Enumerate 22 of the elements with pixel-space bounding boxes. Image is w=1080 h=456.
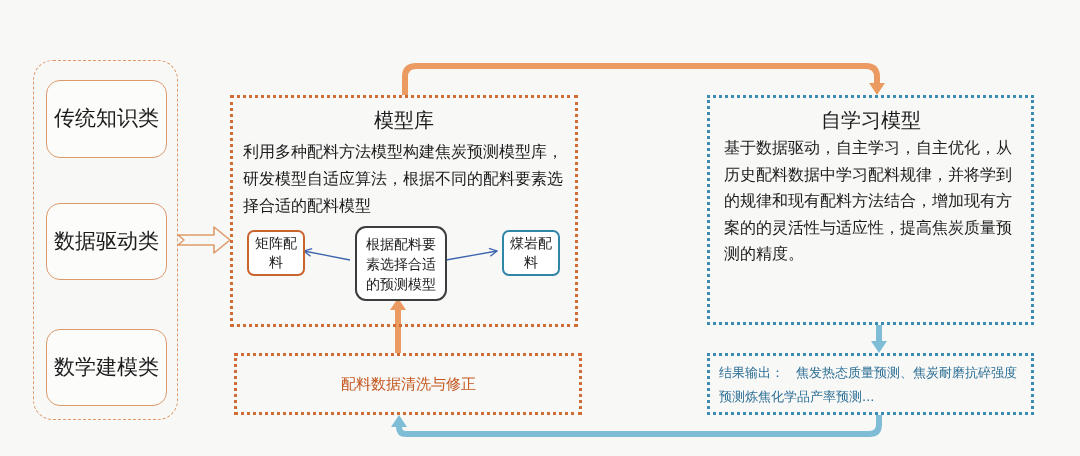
output-description: 结果输出： 焦发热态质量预测、焦炭耐磨抗碎强度预测炼焦化学品产率预测... (719, 364, 1019, 406)
category-box: 数学建模类 (46, 329, 167, 406)
group-frame (33, 60, 178, 420)
arrow (303, 247, 351, 261)
method-box: 煤岩配料 (502, 230, 560, 276)
model-panel (707, 95, 1034, 325)
panel-description: 基于数据驱动，自主学习，自主优化，从历史配料数据中学习配料规律，并将学到的规律和现有配料方法结合，增加现有方案的的灵活性与适应性，提高焦炭质量预测的精度。 (724, 137, 1013, 265)
arrow (445, 247, 498, 261)
panel-title: 自学习模型 (820, 107, 921, 133)
panel-title: 模型库 (374, 107, 434, 133)
output-panel (707, 353, 1034, 415)
hollow-arrow (177, 226, 231, 254)
category-box: 传统知识类 (46, 80, 167, 158)
category-box: 数据驱动类 (46, 203, 167, 280)
arrow (871, 325, 887, 353)
selector-box: 根据配料要素选择合适的预测模型 (355, 226, 447, 301)
panel-description: 利用多种配料方法模型构建焦炭预测模型库，研发模型自适应算法，根据不同的配料要素选择合适的配料模型 (243, 141, 564, 217)
arrow (391, 415, 882, 437)
model-panel (230, 95, 578, 327)
process-box: 配料数据清洗与修正 (234, 353, 582, 415)
method-box: 矩阵配料 (247, 230, 305, 276)
arrow (390, 298, 406, 353)
